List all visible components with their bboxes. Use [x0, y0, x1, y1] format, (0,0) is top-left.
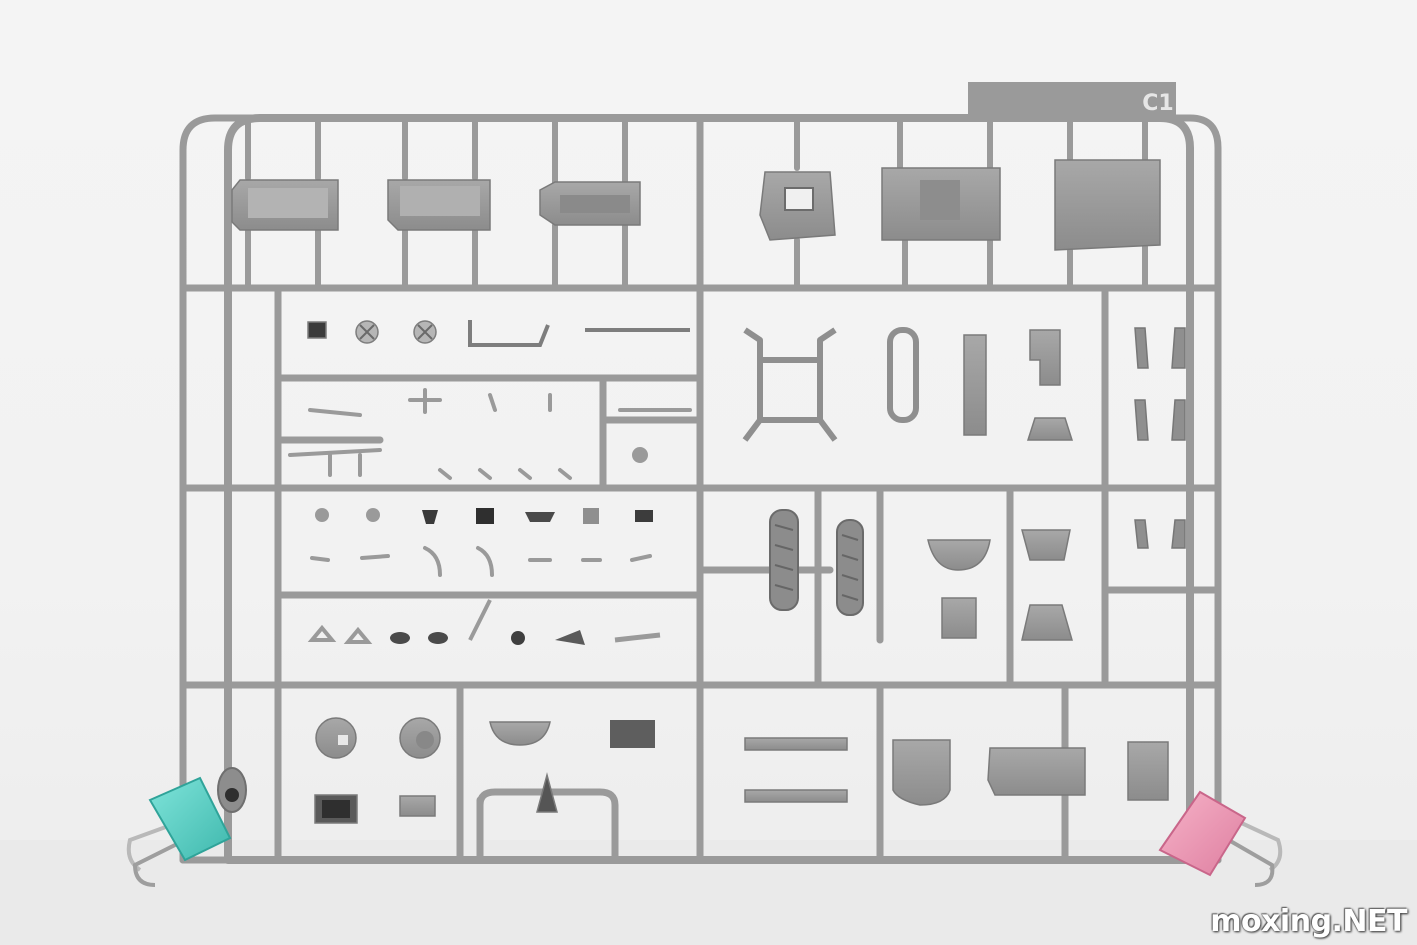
part-bin [314, 794, 358, 824]
part-block [399, 795, 436, 817]
part-armor-panel [987, 747, 1086, 796]
sprue-frame [179, 114, 1222, 864]
part-box-2 [387, 179, 491, 231]
binder-clip-left [126, 776, 232, 887]
part-box-3 [539, 181, 641, 226]
binder-clip-right [1158, 790, 1283, 887]
small-parts-row-4 [310, 546, 652, 577]
sprue-tag: C1 [968, 82, 1176, 120]
small-parts-row-2 [288, 388, 692, 480]
part-plate-deck [881, 167, 1001, 241]
part-hopper [1021, 529, 1071, 561]
small-parts-row-5 [307, 599, 661, 645]
part-nose-cone [536, 772, 558, 813]
part-trapezoid [1026, 417, 1074, 441]
part-bowl [489, 721, 551, 746]
part-suspension-frame [742, 327, 838, 442]
part-hood [1021, 604, 1073, 641]
sprue-tag-label: C1 [1142, 91, 1173, 116]
small-parts-row-1 [307, 320, 690, 347]
part-rail-1 [744, 737, 848, 751]
part-side-arms [1134, 327, 1186, 549]
part-rail-2 [744, 789, 848, 803]
part-disc-1 [315, 717, 357, 759]
part-box-small [941, 597, 977, 639]
part-armor-box-right [1127, 741, 1169, 801]
part-box-1 [231, 179, 339, 231]
part-armor-box [892, 739, 951, 806]
part-exhaust-right [836, 519, 864, 616]
part-bracket-upper [1029, 329, 1061, 386]
part-bracket-dark [610, 720, 655, 748]
part-disc-2 [399, 717, 441, 759]
gate-stubs [245, 117, 1148, 291]
part-ring [217, 767, 247, 813]
part-plate-floor [1054, 159, 1161, 251]
part-plate-window [759, 171, 836, 241]
part-curved-seat [927, 539, 991, 571]
small-parts-row-3 [315, 508, 653, 524]
part-loop-handle [887, 327, 919, 423]
part-exhaust-left [769, 509, 799, 611]
watermark: moxing.NET [1210, 904, 1407, 939]
part-bar [963, 334, 987, 436]
